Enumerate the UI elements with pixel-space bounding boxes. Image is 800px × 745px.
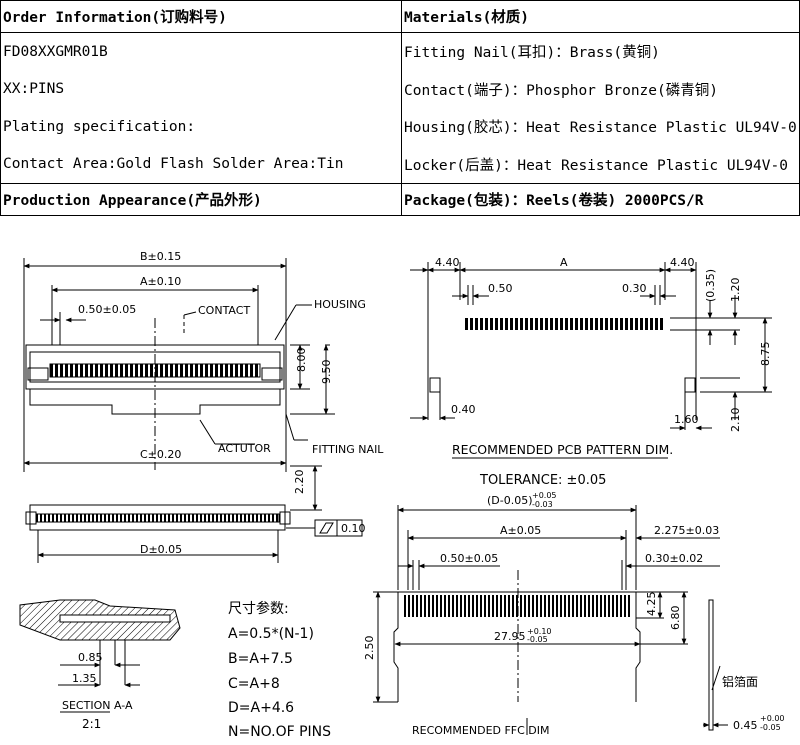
label-housing: HOUSING xyxy=(314,298,366,311)
label-actutor: ACTUTOR xyxy=(218,442,271,455)
ffc-v680: 6.80 xyxy=(669,606,682,631)
pcb-pattern xyxy=(410,262,772,459)
pcb-title: RECOMMENDED PCB PATTERN DIM. xyxy=(452,442,673,457)
pcb-b040: 0.40 xyxy=(451,403,476,416)
ffc-pitch: 0.50±0.05 xyxy=(440,552,498,565)
formula-d: D=A+4.6 xyxy=(228,700,294,716)
pcb-pitch-050: 0.50 xyxy=(488,282,513,295)
dim-c: C±0.20 xyxy=(140,448,181,461)
pcb-v210: 2.10 xyxy=(729,408,742,433)
ffc-t-tol-top: +0.00 xyxy=(760,714,785,723)
dim-135: 1.35 xyxy=(72,672,97,685)
technical-drawing: B±0.15 A±0.10 0.50±0.05 CONTACT HOUSING … xyxy=(19,250,785,740)
material-housing: Housing(胶芯)：Heat Resistance Plastic UL94… xyxy=(401,107,800,146)
order-plating: Plating specification: xyxy=(0,107,402,146)
material-locker: Locker(后盖)：Heat Resistance Plastic UL94V… xyxy=(401,145,800,184)
ffc-w-tol-top: +0.10 xyxy=(527,627,552,636)
section-title: SECTION A-A xyxy=(62,699,133,712)
dim-b: B±0.15 xyxy=(140,250,181,263)
dim-pitch: 0.50±0.05 xyxy=(78,303,136,316)
ffc-v425: 4.25 xyxy=(645,592,658,617)
ffc-dim xyxy=(373,505,728,735)
dim-a: A±0.10 xyxy=(140,275,181,288)
ffc-v250: 2.50 xyxy=(363,636,376,661)
pcb-v120: 1.20 xyxy=(729,278,742,303)
label-contact: CONTACT xyxy=(198,304,250,317)
pcb-a: A xyxy=(560,256,568,269)
ffc-d005-tol-bot: -0.03 xyxy=(532,500,553,509)
materials-header: Materials(材质) xyxy=(401,0,800,34)
formula-c: C=A+8 xyxy=(228,676,280,692)
ffc-a005: A±0.05 xyxy=(500,524,541,537)
order-contact-area: Contact Area:Gold Flash Solder Area:Tin xyxy=(0,145,402,184)
pcb-b160: 1.60 xyxy=(674,413,699,426)
bottom-view xyxy=(25,465,363,563)
pcb-pad-030: 0.30 xyxy=(622,282,647,295)
label-fitting-nail: FITTING NAIL xyxy=(312,443,384,456)
ffc-t-tol-bot: -0.05 xyxy=(760,723,781,732)
ffc-t2275: 2.275±0.03 xyxy=(654,524,719,537)
order-pins: XX:PINS xyxy=(0,70,402,108)
pcb-v035: (0.35) xyxy=(704,269,717,302)
pcb-left: 4.40 xyxy=(435,256,460,269)
ffc-w2795: 27.95 xyxy=(494,630,526,643)
ffc-title: RECOMMENDED FFC DIM xyxy=(412,724,550,737)
formula-b: B=A+7.5 xyxy=(228,651,293,667)
section-view xyxy=(19,599,181,713)
formula-block: 尺寸参数: A=0.5*(N-1) B=A+7.5 C=A+8 D=A+4.6 … xyxy=(228,600,331,740)
dim-flatness: 0.10 xyxy=(341,522,366,535)
ffc-w-tol-bot: -0.05 xyxy=(527,635,548,644)
dim-d: D±0.05 xyxy=(140,543,182,556)
formula-a: A=0.5*(N-1) xyxy=(228,626,314,642)
material-fitting-nail: Fitting Nail(耳扣)：Brass(黄铜) xyxy=(401,32,800,71)
ffc-t045: 0.45 xyxy=(733,719,758,732)
pcb-tolerance: TOLERANCE: ±0.05 xyxy=(479,473,606,488)
formula-title: 尺寸参数: xyxy=(228,600,289,617)
pcb-v875: 8.75 xyxy=(759,342,772,367)
dim-085: 0.85 xyxy=(78,651,103,664)
dim-800: 8.00 xyxy=(295,348,308,373)
ffc-d005: (D-0.05) xyxy=(487,494,533,507)
ffc-d005-tol-top: +0.05 xyxy=(532,491,557,500)
appearance-header: Production Appearance(产品外形) xyxy=(0,182,402,217)
order-info-header: Order Information(订购料号) xyxy=(0,0,402,34)
spec-table: Order Information(订购料号) Materials(材质) FD… xyxy=(0,0,800,217)
formula-n: N=NO.OF PINS xyxy=(228,724,331,740)
ffc-foil-side: 铝箔面 xyxy=(722,674,758,689)
pcb-right: 4.40 xyxy=(670,256,695,269)
front-view xyxy=(23,258,335,472)
section-scale: 2:1 xyxy=(82,717,101,731)
dim-220: 2.20 xyxy=(293,470,306,495)
material-contact: Contact(端子)：Phosphor Bronze(磷青铜) xyxy=(401,70,800,108)
package-header: Package(包装)：Reels(卷装) 2000PCS/R xyxy=(401,182,800,217)
dim-950: 9.50 xyxy=(320,360,333,385)
ffc-p030: 0.30±0.02 xyxy=(645,552,703,565)
order-part-number: FD08XXGMR01B xyxy=(0,32,402,71)
